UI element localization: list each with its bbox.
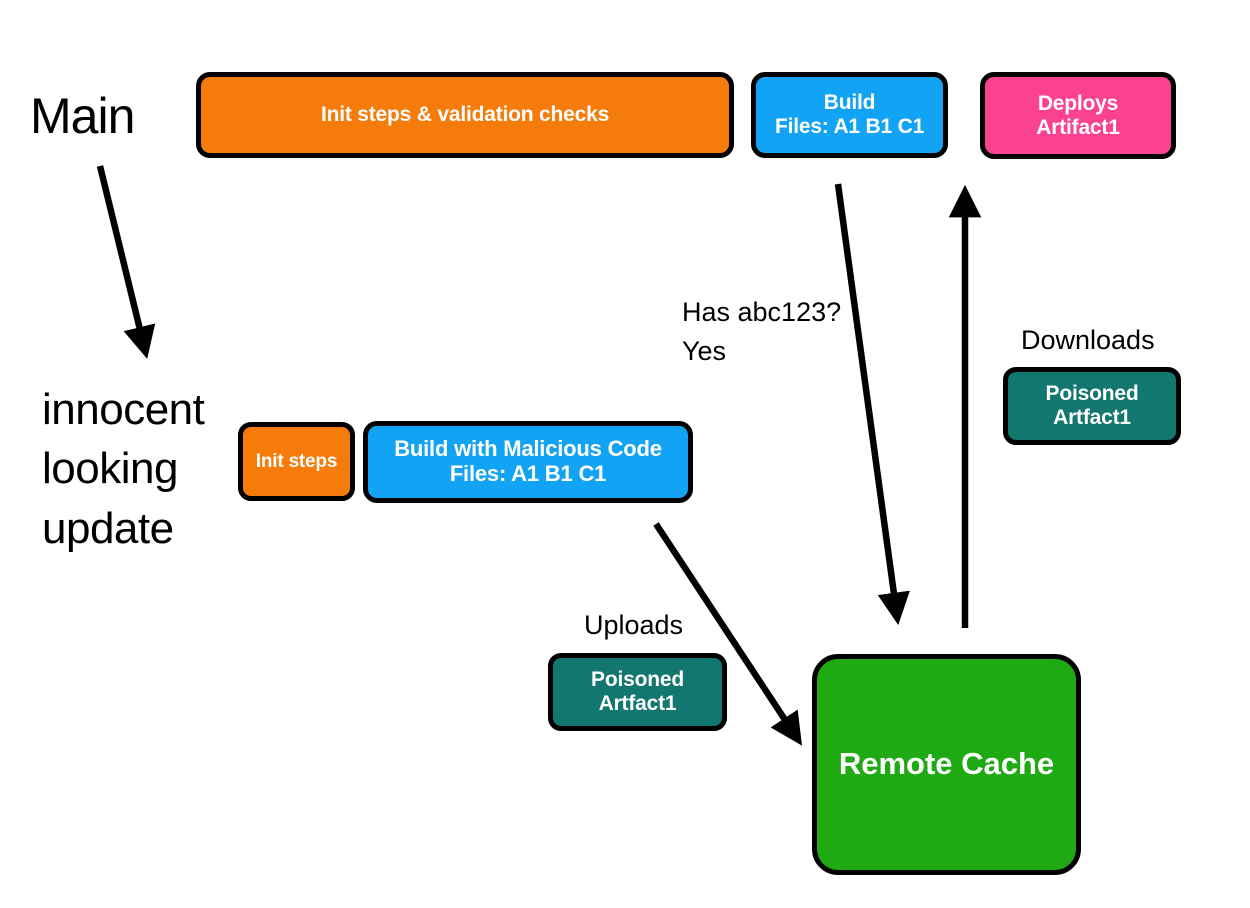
- uploads-label: Uploads: [584, 610, 684, 640]
- node-deploys-artifact[interactable]: Deploys Artifact1: [980, 72, 1176, 159]
- node-build-main[interactable]: Build Files: A1 B1 C1: [751, 72, 948, 158]
- node-poisoned-artifact-uploaded[interactable]: Poisoned Artfact1: [548, 653, 727, 731]
- branch-label-main: Main: [30, 88, 135, 144]
- arrow-main-to-innocent: [96, 165, 156, 359]
- node-remote-cache[interactable]: Remote Cache: [812, 654, 1081, 875]
- cache-lookup-label: Has abc123? Yes: [682, 297, 842, 367]
- node-init-steps-and-validation-checks[interactable]: Init steps & validation checks: [196, 72, 734, 158]
- node-build-with-malicious-code[interactable]: Build with Malicious Code Files: A1 B1 C…: [363, 421, 693, 503]
- downloads-label: Downloads: [1021, 325, 1155, 355]
- node-init-steps[interactable]: Init steps: [238, 422, 355, 501]
- arrow-build-to-remote-cache: [834, 183, 910, 626]
- branch-label-innocent-update: innocent looking update: [42, 385, 205, 553]
- node-poisoned-artifact-downloaded[interactable]: Poisoned Artfact1: [1003, 367, 1181, 445]
